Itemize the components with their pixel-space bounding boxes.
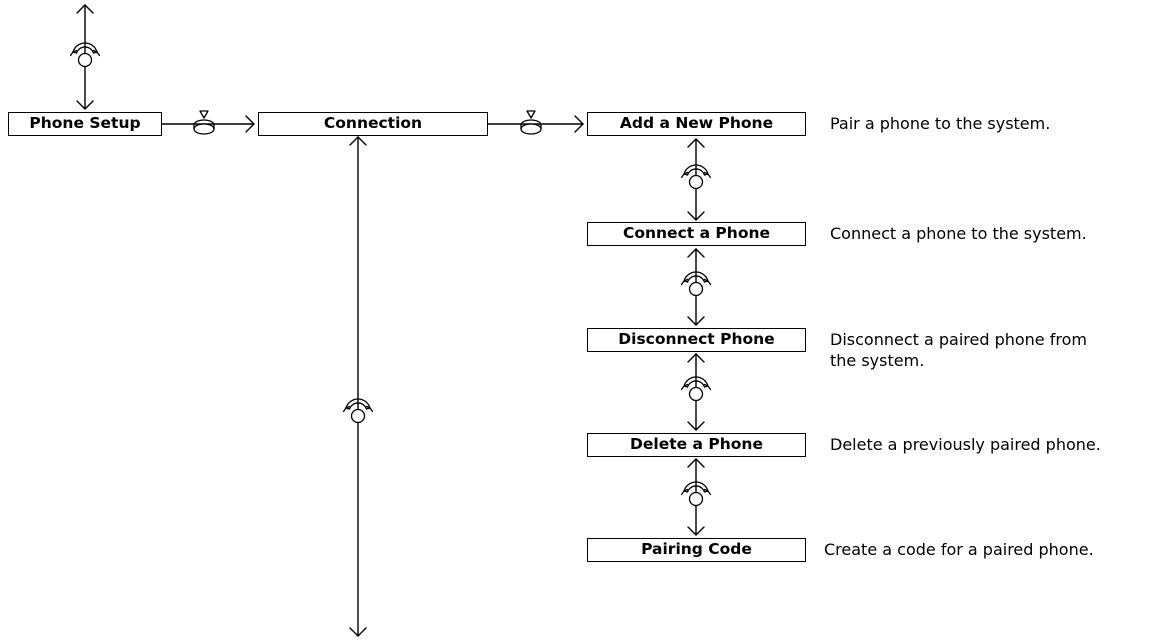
rotate-knob-icon (680, 164, 712, 190)
description-disconnect-phone: Disconnect a paired phone from the syste… (830, 329, 1087, 371)
description-line: Disconnect a paired phone from (830, 330, 1087, 349)
rotate-knob-icon (342, 398, 374, 424)
menu-item-add-new-phone: Add a New Phone (587, 112, 806, 136)
connection-vertical-connector (349, 136, 367, 637)
phone-setup-box: Phone Setup (8, 112, 162, 136)
description-line: the system. (830, 351, 925, 370)
menu-item-connect-phone: Connect a Phone (587, 222, 806, 246)
menu-item-label: Add a New Phone (619, 114, 774, 132)
description-line: Pair a phone to the system. (830, 114, 1051, 133)
description-delete-phone: Delete a previously paired phone. (830, 434, 1101, 455)
press-knob-icon (193, 110, 215, 135)
description-add-new-phone: Pair a phone to the system. (830, 113, 1050, 134)
description-line: Create a code for a paired phone. (824, 540, 1094, 559)
description-pairing-code: Create a code for a paired phone. (824, 539, 1094, 560)
connection-box: Connection (258, 112, 488, 136)
menu-item-label: Disconnect Phone (618, 330, 775, 348)
menu-item-pairing-code: Pairing Code (587, 538, 806, 562)
menu-item-label: Delete a Phone (630, 435, 763, 453)
menu-item-disconnect-phone: Disconnect Phone (587, 328, 806, 352)
menu-item-delete-phone: Delete a Phone (587, 433, 806, 457)
connection-label: Connection (323, 114, 423, 132)
description-line: Connect a phone to the system. (830, 224, 1087, 243)
description-connect-phone: Connect a phone to the system. (830, 223, 1087, 244)
rotate-knob-icon (69, 42, 101, 68)
menu-item-label: Connect a Phone (622, 224, 771, 242)
rotate-knob-icon (680, 376, 712, 402)
phone-setup-label: Phone Setup (29, 114, 141, 132)
press-knob-icon (520, 110, 542, 135)
menu-item-label: Pairing Code (641, 540, 752, 558)
rotate-knob-icon (680, 271, 712, 297)
description-line: Delete a previously paired phone. (830, 435, 1101, 454)
rotate-knob-icon (680, 481, 712, 507)
